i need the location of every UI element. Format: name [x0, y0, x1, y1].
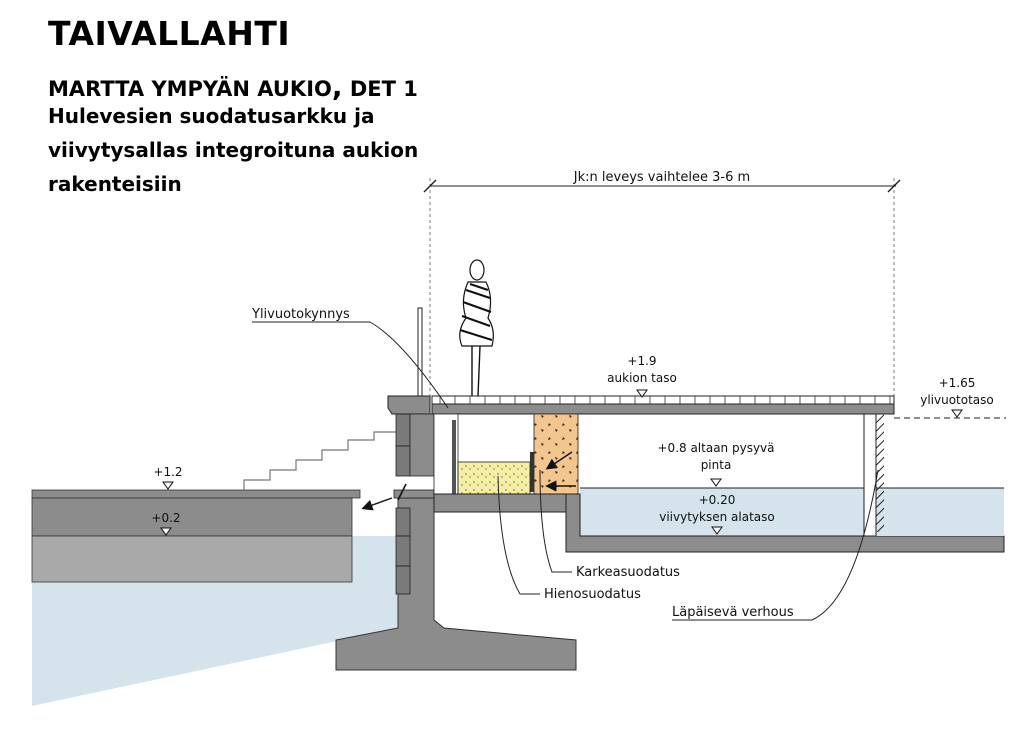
coarse-filtration-label: Karkeasuodatus: [576, 565, 680, 580]
retention-water: [580, 488, 874, 536]
description-line-2: viivytysallas integroituna aukion: [48, 138, 419, 162]
overflow-weir: [452, 420, 456, 494]
leader-coarse: [539, 469, 572, 573]
overflow-level-value: +1.65: [939, 376, 976, 390]
permeable-cladding-hatch: [876, 414, 884, 532]
outer-water: [874, 488, 1004, 536]
railing-post: [417, 307, 423, 397]
dimension-label: Jk:n leveys vaihtelee 3-6 m: [573, 170, 750, 185]
retention-bottom-text: viivytyksen alataso: [659, 510, 774, 524]
retaining-wall-foundation: [335, 497, 577, 671]
support-column: [863, 413, 877, 537]
permanent-surface-text: pinta: [701, 458, 732, 472]
plaza-paver-joints: [439, 396, 891, 404]
permeable-cladding-label: Läpäisevä verhous: [672, 605, 794, 620]
wall-upper: [409, 413, 435, 477]
detail-subtitle: MARTTA YMPYÄN AUKIO, DET 1: [48, 70, 418, 103]
description-line-3: rakenteisiin: [48, 172, 182, 196]
flow-arrow-1: [545, 451, 573, 470]
fine-filtration-label: Hienosuodatus: [544, 587, 641, 602]
permanent-surface-value: +0.8 altaan pysyvä: [658, 441, 775, 455]
plaza-level-value: +1.9: [627, 354, 656, 368]
leader-overflow-sill: [252, 321, 449, 409]
subtitle-place: MARTTA YMPYÄN AUKIO: [48, 77, 332, 101]
pier-deck-top: [31, 489, 361, 499]
filter-separator: [530, 452, 534, 492]
pier-structure-upper: [31, 497, 353, 537]
dimension-line: [423, 178, 901, 396]
level-markers: [160, 389, 963, 536]
stone-cladding: [395, 413, 411, 595]
left-level-top: +1.2: [153, 465, 182, 479]
person-figure: [459, 259, 494, 397]
plaza-paving: [431, 395, 895, 405]
coping-stone: [387, 395, 431, 415]
coarse-filter-media: [533, 413, 579, 495]
plaza-slab: [431, 403, 895, 415]
page-title: TAIVALLAHTI: [48, 14, 291, 53]
chamber-floor: [433, 493, 579, 513]
fine-filter-media: [457, 461, 531, 495]
overflow-level-text: ylivuototaso: [920, 393, 994, 407]
overflow-sill-label: Ylivuotokynnys: [251, 307, 350, 322]
subtitle-comma: ,: [331, 70, 343, 103]
flow-arrow-outlet: [361, 497, 393, 511]
plaza-level-text: aukion taso: [607, 371, 677, 385]
subtitle-detail-number: DET 1: [349, 77, 418, 101]
leader-cladding: [672, 469, 879, 621]
stairs: [243, 431, 396, 490]
left-level-bottom: +0.2: [151, 511, 180, 525]
leader-fine: [497, 475, 540, 595]
description-line-1: Hulevesien suodatusarkku ja: [48, 104, 375, 128]
pier-structure-lower: [31, 535, 353, 583]
retention-bottom-value: +0.20: [699, 493, 736, 507]
outlet-flap: [397, 483, 407, 501]
